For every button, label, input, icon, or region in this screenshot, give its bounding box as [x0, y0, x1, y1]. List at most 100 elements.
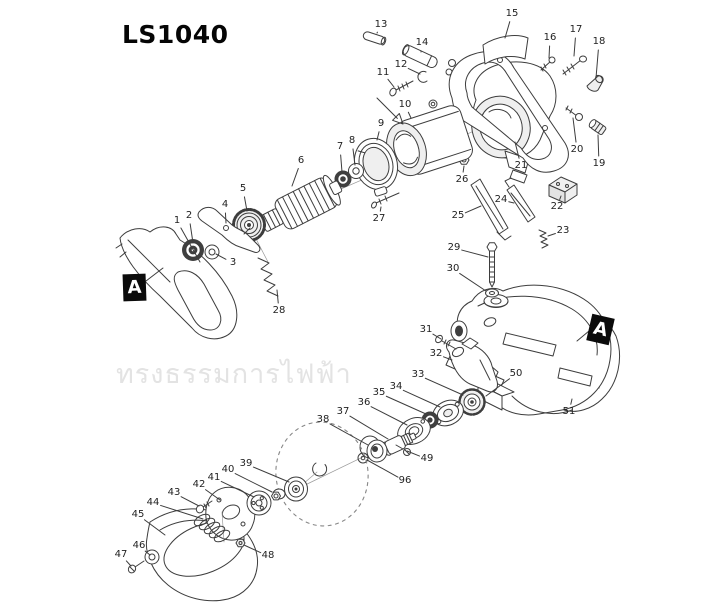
part-44-spring [193, 513, 231, 543]
part-43-screw [195, 500, 213, 514]
leader-line-17 [573, 37, 576, 57]
part-callout-16: 16 [543, 32, 557, 43]
leader-line-6 [291, 168, 299, 187]
part-callout-45: 45 [131, 509, 145, 520]
part-23-spring [538, 229, 549, 249]
leader-line-39 [252, 466, 290, 483]
part-11-screw [389, 80, 414, 97]
leader-line-1 [180, 227, 201, 263]
leader-line-41 [220, 480, 255, 498]
red-arrow-shaft [376, 97, 398, 119]
leader-line-43 [180, 496, 200, 507]
part-callout-13: 13 [374, 19, 388, 30]
part-12-retaining-clip [417, 70, 438, 109]
part-callout-50: 50 [509, 368, 523, 379]
part-callout-48: 48 [261, 550, 275, 561]
leader-line-25 [464, 205, 482, 214]
saw-blade-outline [275, 421, 369, 527]
part-callout-33: 33 [411, 369, 425, 380]
part-callout-7: 7 [336, 141, 344, 152]
part-40-hex-bolt [271, 488, 286, 501]
part-3-washer [204, 244, 220, 260]
leader-line-30 [459, 272, 487, 292]
leader-line-8 [352, 148, 356, 166]
leader-line-23 [547, 233, 556, 237]
part-24-brush-plate [504, 177, 536, 223]
leader-line-50 [485, 378, 511, 397]
leader-line-4 [224, 212, 227, 224]
part-callout-37: 37 [336, 406, 350, 417]
red-arrow-head [392, 113, 404, 125]
part-callout-40: 40 [221, 464, 235, 475]
part-18-cap [586, 74, 604, 92]
part-callout-24: 24 [494, 194, 508, 205]
part-callout-17: 17 [569, 24, 583, 35]
leader-line-16 [548, 45, 551, 59]
model-title: LS1040 [122, 20, 229, 49]
leader-line-44 [160, 504, 204, 520]
leader-line-10 [407, 111, 412, 119]
leader-line-19 [597, 134, 600, 157]
part-callout-20: 20 [570, 144, 584, 155]
part-callout-21: 21 [514, 160, 528, 171]
part-callout-19: 19 [592, 158, 606, 169]
part-callout-15: 15 [505, 8, 519, 19]
part-callout-34: 34 [389, 381, 403, 392]
part-callout-14: 14 [415, 37, 429, 48]
leader-lines-layer [125, 21, 600, 567]
part-1-handle-cover [115, 226, 238, 340]
part-callout-36: 36 [357, 397, 371, 408]
leader-line-29 [461, 249, 489, 258]
red-highlight-arrow [376, 97, 404, 125]
leader-line-35 [385, 395, 427, 415]
part-callout-1: 1 [173, 215, 181, 226]
part-callout-42: 42 [192, 479, 206, 490]
part-17-screw [562, 55, 587, 76]
part-13-pin [362, 31, 387, 46]
part-49-screw [395, 444, 411, 456]
leader-line-3 [215, 253, 227, 260]
part-callout-46: 46 [132, 540, 146, 551]
leader-line-48 [243, 544, 262, 554]
part-callout-27: 27 [372, 213, 386, 224]
leader-line-40 [234, 473, 273, 493]
part-33-gear [458, 388, 486, 416]
part-16-screw [540, 56, 556, 72]
part-8-washer [348, 163, 364, 179]
leader-line-32 [442, 356, 453, 361]
leader-line-5 [243, 196, 248, 212]
section-marker-A-1: A [122, 273, 146, 301]
part-28-spring [257, 257, 279, 297]
leader-line-42 [205, 489, 221, 501]
part-callout-11: 11 [376, 67, 390, 78]
part-callout-96: 96 [398, 475, 412, 486]
part-19-cap [588, 119, 607, 136]
part-callout-49: 49 [420, 453, 434, 464]
leader-line-24 [508, 201, 515, 204]
leader-line-31 [432, 333, 442, 340]
part-callout-31: 31 [419, 324, 433, 335]
part-callout-25: 25 [451, 210, 465, 221]
part-callout-8: 8 [348, 135, 356, 146]
leader-line-33 [424, 377, 464, 396]
part-32-bracket [446, 337, 498, 393]
part-callout-12: 12 [394, 59, 408, 70]
part-callout-35: 35 [372, 387, 386, 398]
part-4-lever [197, 206, 261, 253]
part-callout-38: 38 [316, 414, 330, 425]
part-callout-41: 41 [207, 472, 221, 483]
part-callout-10: 10 [398, 99, 412, 110]
leader-line-12 [407, 67, 421, 75]
part-callout-4: 4 [221, 199, 229, 210]
part-25-brush-plate [470, 178, 512, 241]
leader-line-22 [559, 195, 562, 200]
leader-line-26 [462, 165, 465, 173]
part-9-bearing-retainer [353, 137, 399, 197]
part-callout-6: 6 [297, 155, 305, 166]
leader-line-18 [595, 49, 599, 79]
part-47-screw [127, 560, 145, 574]
leader-line-9 [376, 131, 380, 141]
leader-line-47 [125, 560, 132, 567]
part-callout-32: 32 [429, 348, 443, 359]
